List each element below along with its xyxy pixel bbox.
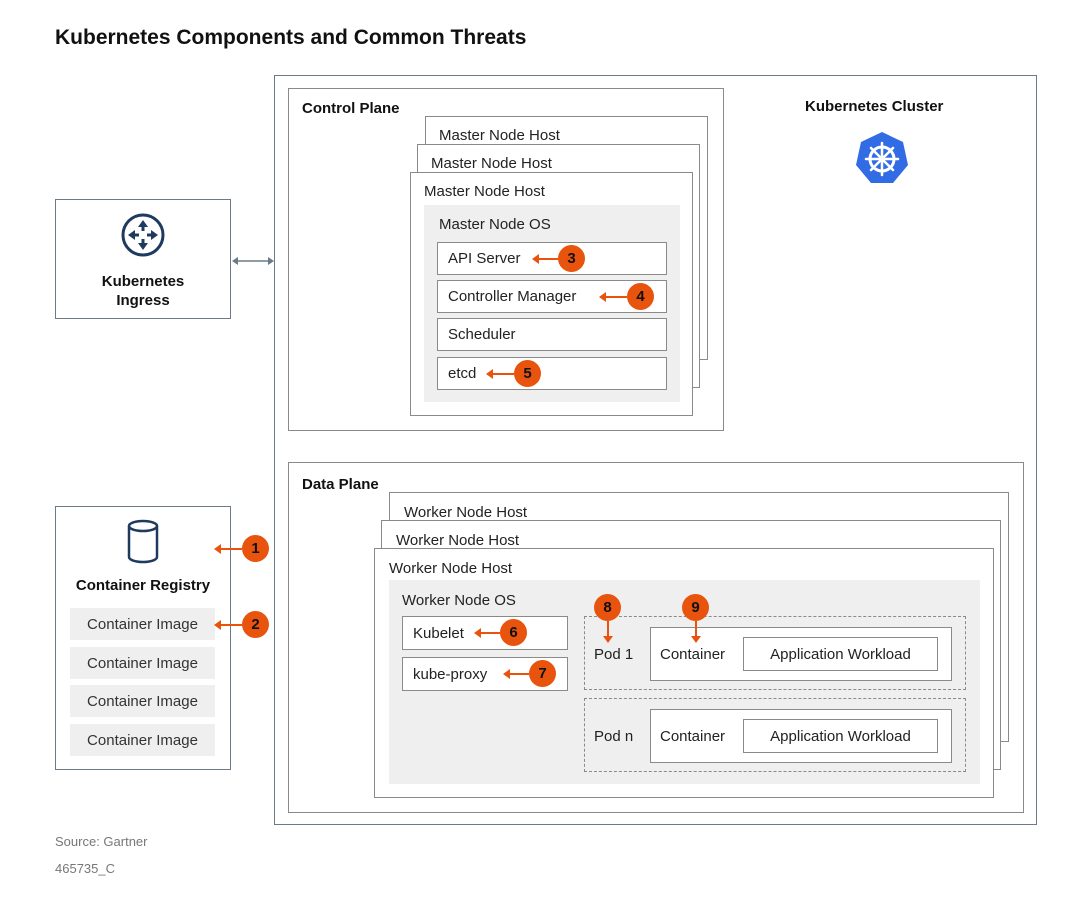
master-node-host-label: Master Node Host xyxy=(424,183,545,200)
pod-1 xyxy=(584,616,966,690)
worker-node-host-label: Worker Node Host xyxy=(389,560,513,577)
container-image: Container Image xyxy=(70,685,215,717)
threat-arrow xyxy=(503,669,529,679)
kubernetes-ingress xyxy=(55,199,231,319)
container-registry-label: Container Registry xyxy=(75,577,211,594)
threat-badge-4: 4 xyxy=(627,283,654,310)
kubernetes-helm-icon xyxy=(854,130,910,186)
threat-arrow xyxy=(474,628,500,638)
worker-node-host-label: Worker Node Host xyxy=(404,504,528,521)
application-workload-n: Application Workload xyxy=(743,719,938,753)
pod-n xyxy=(584,698,966,772)
threat-badge-6: 6 xyxy=(500,619,527,646)
source-note: Source: Gartner xyxy=(55,834,148,849)
threat-arrow xyxy=(691,621,701,643)
container-image: Container Image xyxy=(70,647,215,679)
threat-arrow xyxy=(532,254,558,264)
threat-badge-5: 5 xyxy=(514,360,541,387)
threat-arrow xyxy=(603,621,613,643)
ingress-cluster-connector xyxy=(231,254,275,266)
database-icon xyxy=(126,519,160,565)
master-node-host-label: Master Node Host xyxy=(439,127,560,144)
threat-badge-3: 3 xyxy=(558,245,585,272)
threat-badge-7: 7 xyxy=(529,660,556,687)
threat-arrow xyxy=(599,292,627,302)
worker-node-host-label: Worker Node Host xyxy=(396,532,520,549)
application-workload-1: Application Workload xyxy=(743,637,938,671)
threat-badge-2: 2 xyxy=(242,611,269,638)
threat-arrow xyxy=(214,620,242,630)
router-icon xyxy=(120,212,166,258)
ingress-label: Kubernetes Ingress xyxy=(101,273,185,309)
threat-badge-9: 9 xyxy=(682,594,709,621)
page-title: Kubernetes Components and Common Threats xyxy=(55,26,527,49)
figure-id: 465735_C xyxy=(55,861,115,876)
container-n-label: Container xyxy=(660,728,726,745)
control-plane-label: Control Plane xyxy=(302,100,400,117)
cluster-label: Kubernetes Cluster xyxy=(805,98,944,115)
scheduler: Scheduler xyxy=(437,318,667,351)
data-plane-label: Data Plane xyxy=(302,476,379,493)
worker-node-os-label: Worker Node OS xyxy=(402,592,516,609)
container-image: Container Image xyxy=(70,608,215,640)
etcd: etcd xyxy=(437,357,667,390)
master-node-host-label: Master Node Host xyxy=(431,155,552,172)
container-image: Container Image xyxy=(70,724,215,756)
container-1-label: Container xyxy=(660,646,726,663)
threat-arrow xyxy=(214,544,242,554)
threat-badge-1: 1 xyxy=(242,535,269,562)
threat-badge-8: 8 xyxy=(594,594,621,621)
pod-1-label: Pod 1 xyxy=(594,646,634,663)
master-node-os-label: Master Node OS xyxy=(439,216,551,233)
threat-arrow xyxy=(486,369,514,379)
pod-n-label: Pod n xyxy=(594,728,634,745)
